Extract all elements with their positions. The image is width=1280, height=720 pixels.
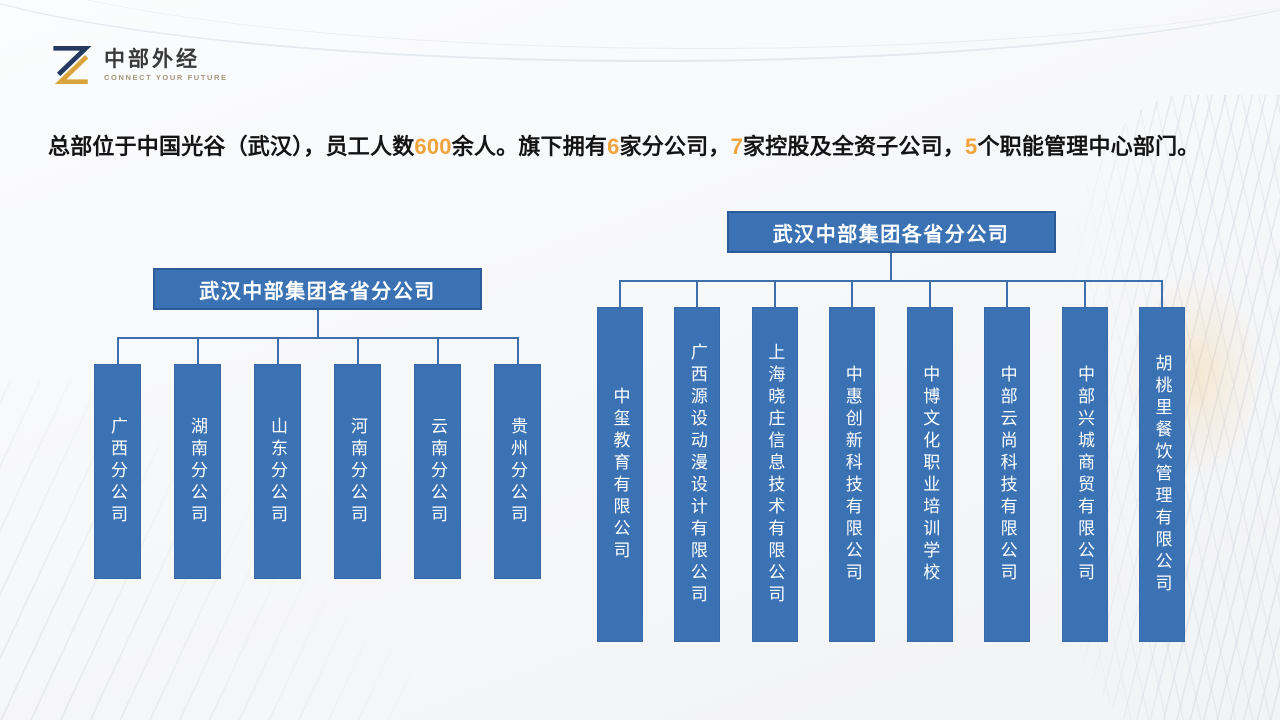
org-node: 云南分公司 [414,337,461,579]
org-node: 山东分公司 [254,337,301,579]
org-node-label: 山东分公司 [268,416,287,527]
connector-line [436,337,439,364]
logo-title: 中部外经 [104,47,200,71]
connector-line [928,280,931,307]
org-node-label: 中惠创新科技有限公司 [842,364,862,585]
connector-line [851,280,854,307]
connector-line [117,337,518,339]
intro-segment: 个职能管理中心部门。 [977,134,1200,159]
org-node: 湖南分公司 [174,337,221,579]
connector-line [516,337,519,364]
org-node-label: 广西分公司 [108,416,127,527]
org-node: 胡桃里餐饮管理有限公司 [1138,280,1185,642]
org-node-label: 胡桃里餐饮管理有限公司 [1152,353,1172,596]
org-node-label: 云南分公司 [428,416,447,527]
org-node-label: 中玺教育有限公司 [610,386,630,563]
org-node: 河南分公司 [334,337,381,579]
org-chart-subsidiaries-header: 武汉中部集团各省分公司 [726,211,1056,253]
connector-line [356,337,359,364]
org-node: 中惠创新科技有限公司 [829,280,876,642]
connector-line [1006,280,1009,307]
connector-line [1083,280,1086,307]
connector-line [116,337,119,364]
connector-line [773,280,776,307]
org-node: 中玺教育有限公司 [597,280,643,642]
intro-segment: 家控股及全资子公司， [743,134,966,159]
org-node: 中博文化职业培训学校 [906,280,953,642]
double-z-monogram-icon [53,45,92,85]
org-node-label: 湖南分公司 [188,416,207,527]
org-chart-subsidiaries: 武汉中部集团各省分公司 中玺教育有限公司 广西源设动漫设计有限公司 上海晓庄信息… [597,211,1185,642]
org-node-label: 中博文化职业培训学校 [920,364,940,585]
intro-segment: 家分公司， [619,134,731,159]
intro-highlight-centers: 5 [965,134,978,159]
right-warm-glow [1100,230,1280,520]
intro-segment: 余人。旗下拥有 [451,134,608,159]
org-chart-branches-header: 武汉中部集团各省分公司 [153,268,482,310]
intro-highlight-subsidiaries: 7 [730,134,744,159]
connector-line [890,253,892,280]
connector-line [619,280,621,307]
org-node: 中部兴城商贸有限公司 [1061,280,1108,642]
org-node-label: 贵州分公司 [508,416,527,527]
intro-highlight-branches: 6 [607,134,620,159]
org-node: 广西分公司 [94,337,141,579]
connector-line [1160,280,1163,307]
connector-line [696,280,699,307]
org-node: 中部云尚科技有限公司 [984,280,1031,642]
connector-line [276,337,279,364]
top-curve-decoration [0,0,1280,49]
org-node-label: 河南分公司 [348,416,367,527]
org-node: 广西源设动漫设计有限公司 [674,280,721,642]
logo-tagline: CONNECT YOUR FUTURE [104,73,228,83]
org-node: 上海晓庄信息技术有限公司 [751,280,798,642]
org-node-label: 中部云尚科技有限公司 [997,364,1017,585]
top-curve-decoration [0,0,1280,62]
connector-line [316,310,319,337]
org-node-label: 上海晓庄信息技术有限公司 [765,342,785,607]
org-node-label: 广西源设动漫设计有限公司 [687,342,707,607]
intro-sentence: 总部位于中国光谷（武汉），员工人数600余人。旗下拥有6家分公司，7家控股及全资… [48,129,1238,161]
org-chart-branches: 武汉中部集团各省分公司 广西分公司 湖南分公司 山东分公司 河南分公司 云南分公… [94,268,541,579]
intro-segment: 总部位于中国光谷（武汉），员工人数 [48,134,415,159]
connector-line [196,337,199,364]
intro-highlight-employees: 600 [414,134,452,159]
org-node: 贵州分公司 [494,337,541,579]
connector-line [620,280,1162,282]
org-node-label: 中部兴城商贸有限公司 [1075,364,1095,585]
company-logo: 中部外经 CONNECT YOUR FUTURE [44,40,228,90]
